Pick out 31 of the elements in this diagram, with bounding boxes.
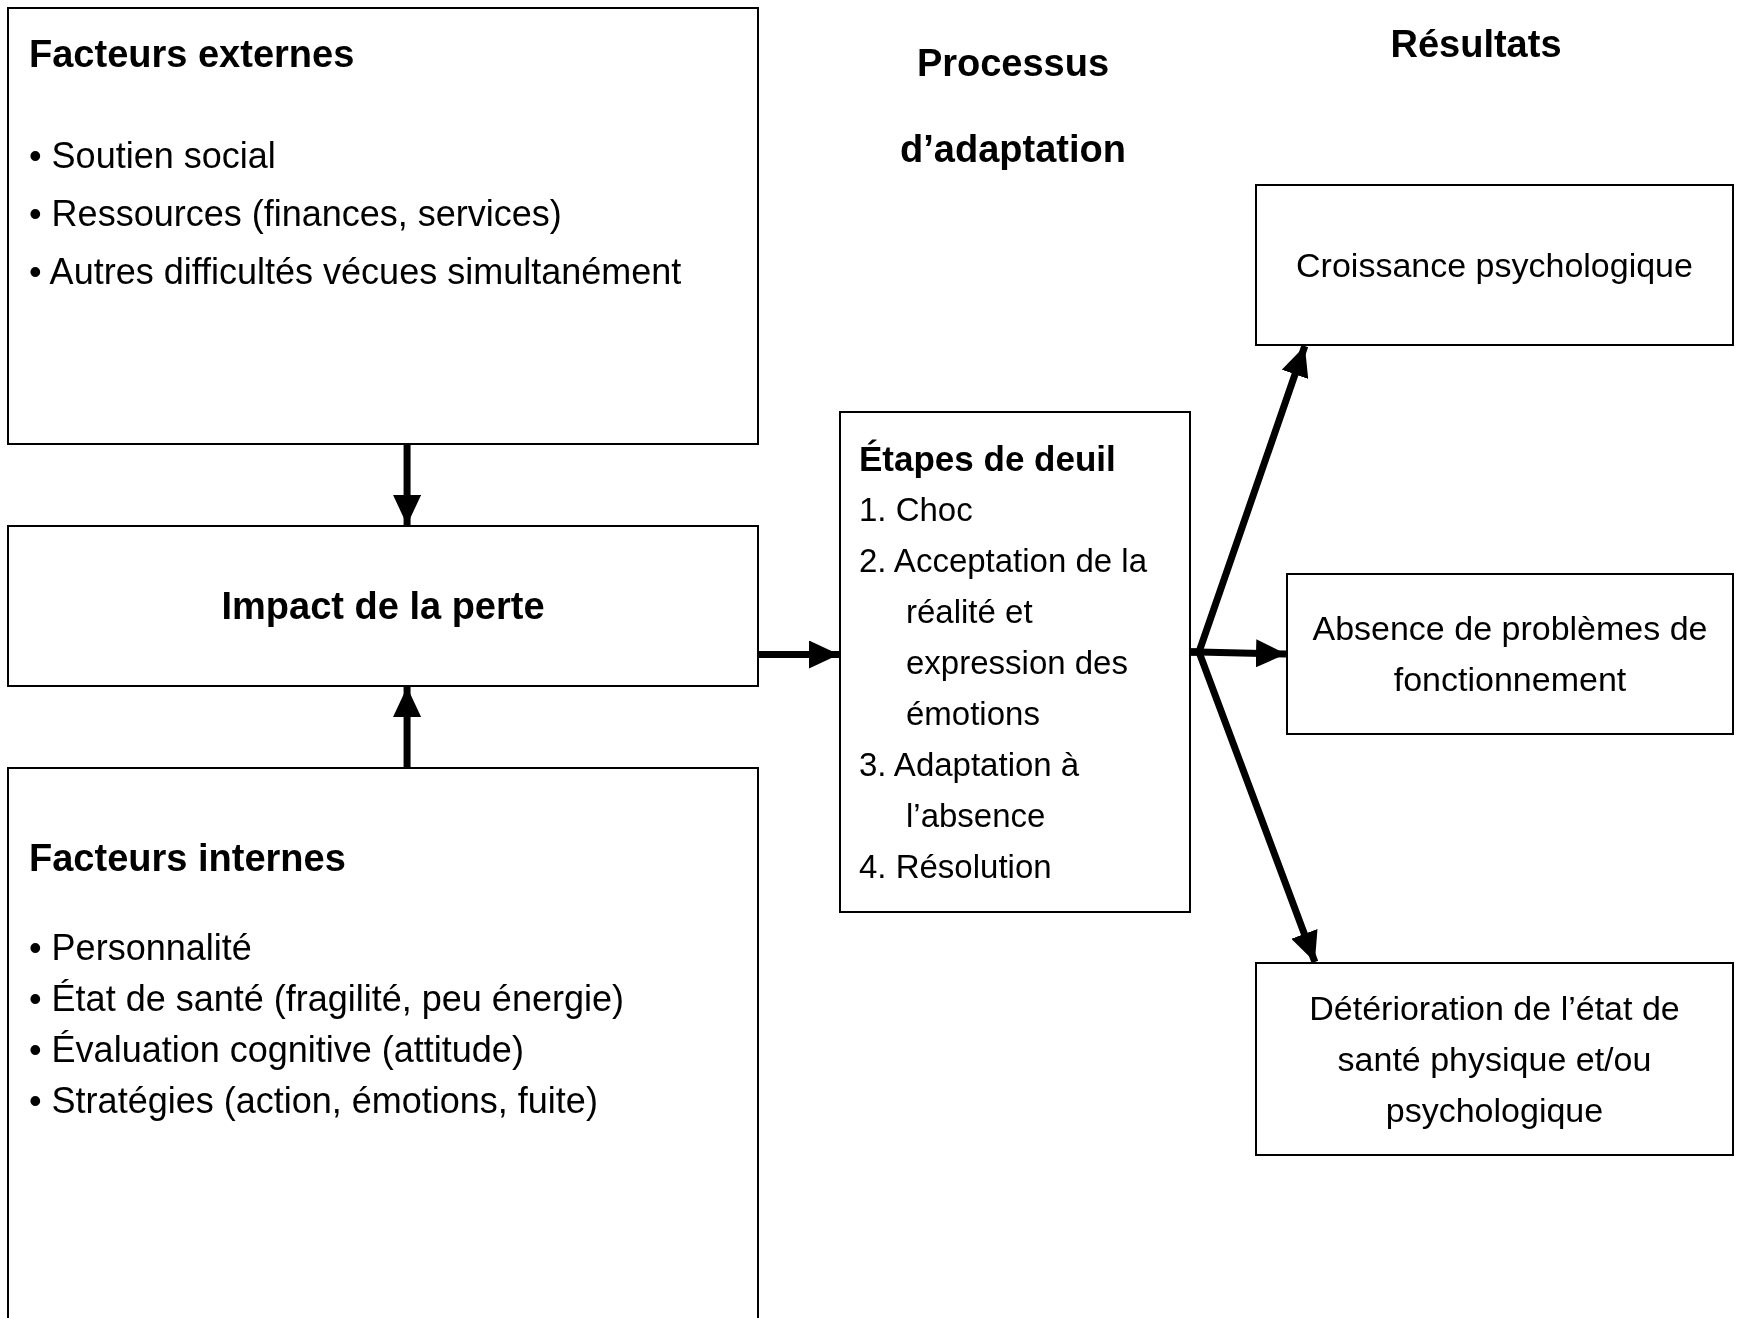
bullet-item: • Autres difficultés vécues simultanément bbox=[29, 250, 683, 294]
box-heading: Facteurs internes bbox=[29, 836, 347, 881]
outcome-box bbox=[1255, 962, 1734, 1156]
stage-item: 1. Choc bbox=[859, 490, 974, 530]
box-heading: Facteurs externes bbox=[29, 32, 356, 77]
stage-item: 3. Adaptation à l’absence bbox=[859, 745, 1081, 836]
arrow bbox=[393, 687, 422, 767]
process-box bbox=[7, 525, 759, 687]
stage-item: 2. Acceptation de la réalité et expression des émotions bbox=[859, 541, 1149, 734]
arrow bbox=[1191, 648, 1319, 964]
arrow bbox=[759, 640, 839, 669]
outcome-text: Absence de problèmes de fonctionnement bbox=[1311, 608, 1709, 700]
stage-box bbox=[839, 411, 1191, 913]
factor-box bbox=[7, 7, 759, 445]
arrow bbox=[393, 445, 422, 525]
stage-item: 4. Résolution bbox=[859, 847, 1053, 887]
bullet-item: • État de santé (fragilité, peu énergie) bbox=[29, 977, 625, 1021]
bullet-item: • Évaluation cognitive (attitude) bbox=[29, 1028, 525, 1072]
bullet-item: • Soutien social bbox=[29, 134, 277, 178]
bullet-item: • Stratégies (action, émotions, fuite) bbox=[29, 1079, 599, 1123]
box-heading: Impact de la perte bbox=[220, 583, 546, 629]
bullet-item: • Personnalité bbox=[29, 926, 253, 970]
factor-box bbox=[7, 767, 759, 1318]
column-heading: Processus d’adaptation bbox=[899, 41, 1127, 172]
outcome-box bbox=[1255, 184, 1734, 346]
box-heading: Étapes de deuil bbox=[859, 438, 1117, 480]
column-heading: Résultats bbox=[1389, 22, 1563, 67]
bullet-item: • Ressources (finances, services) bbox=[29, 192, 563, 236]
outcome-text: Croissance psychologique bbox=[1295, 244, 1694, 286]
outcome-box bbox=[1286, 573, 1734, 735]
outcome-text: Détérioration de l’état de santé physique et/ou psychologique bbox=[1308, 987, 1681, 1131]
